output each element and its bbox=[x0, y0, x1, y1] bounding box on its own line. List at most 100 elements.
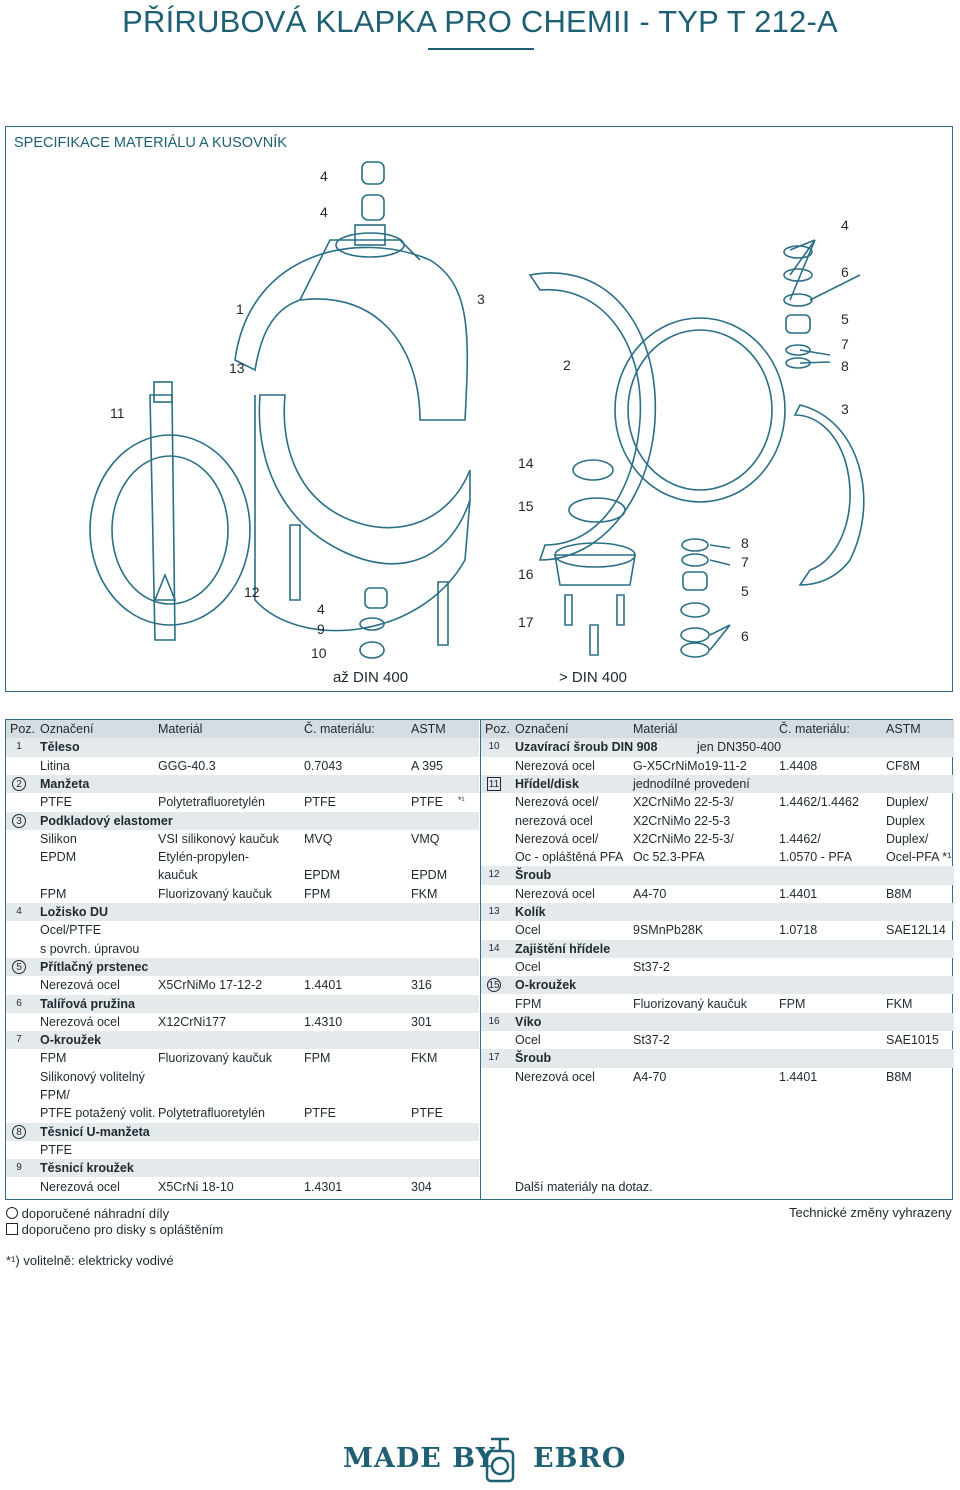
cell-name: Talířová pružina bbox=[40, 996, 135, 1011]
cell-name: Nerezová ocel/ bbox=[515, 831, 599, 846]
label-6a: 6 bbox=[841, 264, 849, 280]
section-title: SPECIFIKACE MATERIÁLU A KUSOVNÍK bbox=[14, 135, 287, 151]
label-15: 15 bbox=[518, 498, 534, 514]
cell-mat: Polytetrafluoretylén bbox=[158, 1106, 266, 1121]
table-row bbox=[481, 1104, 954, 1122]
square-icon bbox=[6, 1223, 18, 1235]
label-12: 12 bbox=[244, 584, 260, 600]
label-4a: 4 bbox=[320, 168, 328, 184]
cell-astm: Duplex/ bbox=[886, 795, 929, 810]
title-underline bbox=[428, 48, 534, 50]
cell-astm: B8M bbox=[886, 1069, 912, 1084]
position-number: 12 bbox=[488, 869, 500, 881]
table-row: 4 Ložisko DU bbox=[6, 903, 479, 922]
table-row: Silikonový volitelný bbox=[6, 1068, 479, 1086]
page-title: PŘÍRUBOVÁ KLAPKA PRO CHEMII - TYP T 212-… bbox=[122, 4, 838, 39]
cell-mat: jednodílné provedení bbox=[633, 776, 750, 791]
header-cell: Č. materiálu: bbox=[304, 722, 375, 736]
label-11: 11 bbox=[110, 405, 125, 421]
label-16: 16 bbox=[518, 566, 534, 582]
logo-made-by: MADE BY bbox=[343, 1443, 496, 1474]
position-number: 4 bbox=[16, 906, 22, 917]
cell-mat: Fluorizovaný kaučuk bbox=[158, 1051, 272, 1066]
cell-num: MVQ bbox=[304, 831, 333, 846]
label-5a: 5 bbox=[841, 311, 849, 327]
position-number: 13 bbox=[488, 906, 500, 917]
label-6b: 6 bbox=[741, 628, 749, 644]
position-number: 11 bbox=[487, 776, 501, 791]
cell-name: FPM/ bbox=[40, 1088, 70, 1102]
table-row: FPM/ bbox=[6, 1086, 479, 1104]
cell-name: Těsnicí U-manžeta bbox=[40, 1124, 150, 1139]
cell-mat: G-X5CrNiMo19-11-2 bbox=[633, 758, 747, 773]
technical-changes: Technické změny vyhrazeny bbox=[789, 1205, 952, 1220]
cell-name: Šroub bbox=[515, 868, 552, 883]
position-number: 9 bbox=[16, 1162, 22, 1174]
label-5b: 5 bbox=[741, 583, 749, 599]
cell-name: Nerezová ocel bbox=[515, 1069, 595, 1084]
footnote: *¹) volitelně: elektricky vodivé bbox=[6, 1253, 174, 1268]
cell-astm: SAE12L14 bbox=[886, 923, 946, 938]
label-4d: 4 bbox=[317, 601, 325, 617]
cell-mat: Polytetrafluoretylén bbox=[158, 795, 266, 810]
cell-name: Ocel bbox=[515, 1033, 541, 1048]
cell-astm: Duplex bbox=[886, 813, 925, 828]
cell-astm: 316 bbox=[411, 978, 432, 993]
cell-mat: A4-70 bbox=[633, 1069, 667, 1084]
cell-mat: St37-2 bbox=[633, 1033, 670, 1048]
cell-note: *¹ bbox=[458, 795, 465, 806]
cell-astm: FKM bbox=[411, 886, 438, 901]
table-row: Ocel/PTFE bbox=[6, 921, 479, 939]
cell-name: PTFE bbox=[40, 1142, 72, 1157]
cell-mat: X12CrNi177 bbox=[158, 1014, 227, 1029]
cell-mat: VSI silikonový kaučuk bbox=[158, 831, 279, 846]
label-8a: 8 bbox=[841, 358, 849, 374]
table-row bbox=[481, 1159, 954, 1177]
cell-name: Litina bbox=[40, 758, 70, 773]
cell-num: 1.0718 bbox=[779, 923, 818, 938]
cell-num: 1.4401 bbox=[304, 978, 343, 993]
cell-name: FPM bbox=[40, 886, 67, 901]
legend-circle: doporučené náhradní díly bbox=[6, 1206, 169, 1221]
cell-name: nerezová ocel bbox=[515, 813, 593, 828]
position-number: 14 bbox=[488, 942, 500, 954]
header-cell: Č. materiálu: bbox=[779, 722, 850, 736]
cell-num: PTFE bbox=[304, 1106, 336, 1121]
cell-name: Ocel bbox=[515, 959, 541, 974]
cell-astm: PTFE bbox=[411, 795, 443, 810]
body-drawing bbox=[234, 246, 469, 421]
cell-name: s povrch. úpravou bbox=[40, 941, 140, 956]
header-cell: Označení bbox=[515, 722, 569, 736]
cell-num: 1.4408 bbox=[779, 758, 818, 773]
legend-circle-text: doporučené náhradní díly bbox=[21, 1206, 170, 1221]
position-number: 15 bbox=[487, 978, 501, 993]
footnote-mark: *¹) bbox=[6, 1253, 20, 1268]
cell-name: Víko bbox=[515, 1014, 542, 1029]
cell-name: Nerezová ocel bbox=[515, 886, 595, 901]
table-row: PTFE potažený volit.Polytetrafluoretylén… bbox=[6, 1104, 479, 1122]
label-4b: 4 bbox=[320, 204, 328, 220]
cell-astm: FKM bbox=[411, 1051, 438, 1066]
cell-mat: St37-2 bbox=[633, 959, 670, 974]
cell-astm: A 395 bbox=[411, 758, 443, 773]
label-7a: 7 bbox=[841, 336, 849, 352]
cell-name: Ocel bbox=[515, 923, 541, 938]
cell-mat: Etylén-propylen- bbox=[158, 850, 250, 865]
cell-name: Oc - opláštěná PFA bbox=[515, 850, 624, 865]
cell-name: Ložisko DU bbox=[40, 905, 109, 919]
cell-astm: Duplex/ bbox=[886, 831, 929, 846]
cell-mat: Fluorizovaný kaučuk bbox=[633, 996, 747, 1011]
